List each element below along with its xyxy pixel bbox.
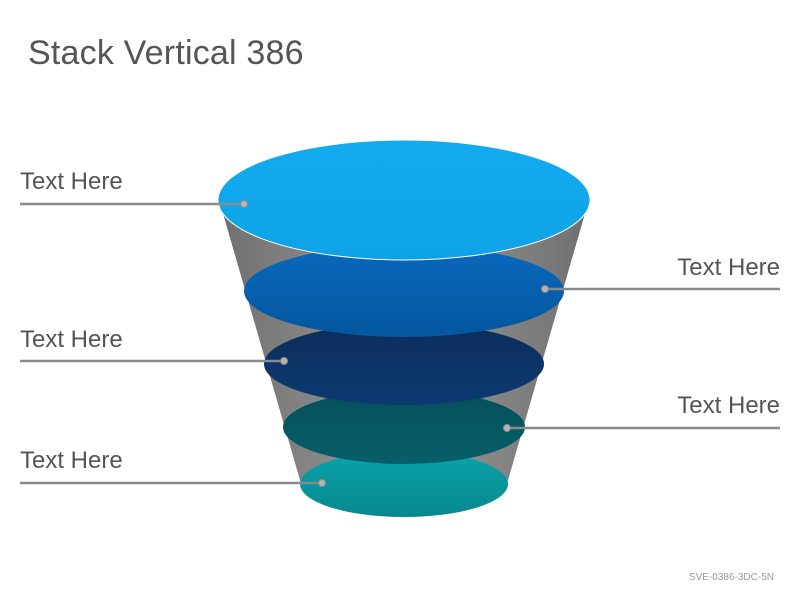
layer-4-label: Text Here [677,392,780,419]
page-title: Stack Vertical 386 [28,34,304,72]
funnel-layer-3 [264,323,544,405]
layer-5-label: Text Here [20,447,123,474]
funnel-layer-1 [217,139,591,261]
slide-code: SVE-0386-3DC-5N [688,572,774,583]
leader-line-5 [20,479,326,487]
layer-2-label: Text Here [677,254,780,281]
funnel-layer-4 [283,390,525,464]
layer-1-label: Text Here [20,168,123,195]
leader-line-1 [20,200,248,208]
funnel-layer-2 [244,245,564,337]
leader-line-4 [503,424,780,432]
layer-3-label: Text Here [20,326,123,353]
funnel-layer-5 [300,451,508,517]
leader-line-3 [20,357,288,365]
leader-line-2 [541,285,780,293]
